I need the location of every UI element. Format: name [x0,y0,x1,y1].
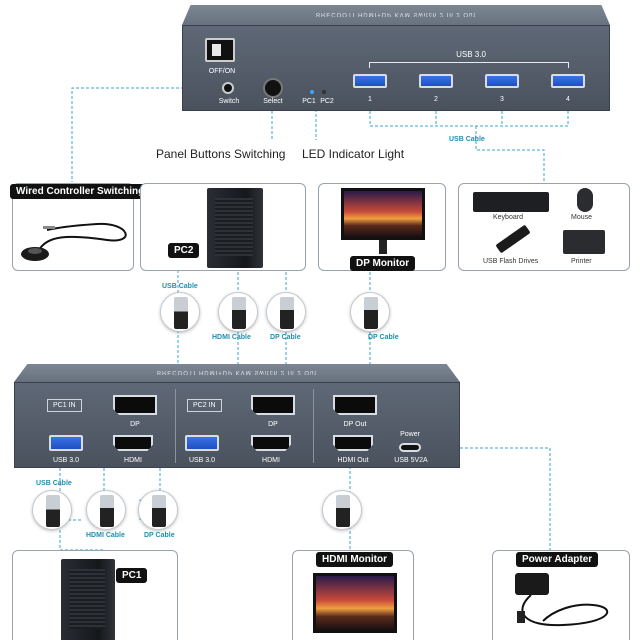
led-pc2-label: PC2 [320,98,334,105]
dp-cable-monitor-icon [350,292,390,332]
dp-cable-monitor-label: DP Cable [368,334,399,341]
hdmi-cable-pc2-icon [218,292,258,332]
pc2-tag: PC2 [168,243,200,258]
keyboard-icon [473,192,549,212]
usb-cable-pc2-icon [160,292,200,332]
usb-cable-top-label: USB Cable [449,136,485,143]
printer-icon [563,230,605,254]
led-pc1 [310,90,314,94]
switch-port[interactable] [222,82,234,94]
usb-port-1-label: 1 [368,96,372,103]
hdmi-monitor-icon [313,573,397,633]
dp-out-label: DP Out [343,421,367,428]
led-pc1-label: PC1 [302,98,316,105]
hdmi-cable-pc1-icon [86,490,126,530]
pc2-box [140,183,306,271]
power-port-label: Power [400,431,420,438]
usb-port-pc1[interactable] [49,435,83,451]
dp-cable-pc1-icon [138,490,178,530]
hdmi-cable-pc1-label: HDMI Cable [86,532,125,539]
power-cable-icon [517,594,609,627]
power-label: OFF/ON [208,68,236,75]
hdmi-out-port[interactable] [333,435,373,451]
dp-port-pc2[interactable] [251,395,295,415]
hdmi-monitor-tag: HDMI Monitor [316,552,393,567]
select-label: Select [263,98,283,105]
usb-port-2-label: 2 [434,96,438,103]
usb-cable-pc2-label: USB Cable [162,283,198,290]
usb-flash-label: USB Flash Drives [483,258,539,265]
power-port[interactable] [399,443,421,452]
power-adapter-tag: Power Adapter [516,552,599,567]
dp-label-pc1: DP [130,421,140,428]
pc2-tower-icon [207,188,263,268]
pc2-in-label: PC2 IN [187,399,222,412]
usb-port-3-label: 3 [500,96,504,103]
panel-buttons-heading: Panel Buttons Switching [156,147,286,161]
pc1-box [12,550,178,640]
select-button[interactable] [263,78,283,98]
usb-port-4-label: 4 [566,96,570,103]
hdmi-out-label: HDMI Out [337,457,369,464]
usb-5v2a-label: USB 5V2A [394,457,428,464]
usb-header: USB 3.0 [456,50,486,59]
kvm-front-panel: OFF/ON Switch Select PC1 PC2 USB 3.0 1 2… [182,25,610,111]
usb-cable-pc1-label: USB Cable [36,480,72,487]
dp-label-pc2: DP [268,421,278,428]
hdmi-label-pc2: HDMI [262,457,280,464]
led-pc2 [322,90,326,94]
pc1-tower-icon [61,559,115,640]
dp-cable-pc1-label: DP Cable [144,532,175,539]
hdmi-label-pc1: HDMI [124,457,142,464]
kvm-main-panel: PC1 IN PC2 IN DP DP DP Out USB 3.0 HDMI … [14,382,460,468]
kvm-top-text: BRECOOTI HDMI+DP KVM Switch 2 In 2 Out [315,11,477,17]
usb-port-1[interactable] [353,74,387,88]
usb-port-pc2[interactable] [185,435,219,451]
usb-cable-pc1-icon [32,490,72,530]
kvm-top-panel: BRECOOTI HDMI+DP KVM Switch 2 In 2 Out [182,5,610,25]
dp-out-port[interactable] [333,395,377,415]
pc1-tag: PC1 [116,568,148,583]
wired-controller-tag: Wired Controller Switching [10,184,151,199]
usb-port-2[interactable] [419,74,453,88]
kvm-main-top-text: BRECOOTI HDMI+DP KVM Switch 2 In 2 Out [156,369,318,375]
usb-flash-icon [495,224,531,254]
usb-label-pc2: USB 3.0 [188,457,216,464]
dp-cable-pc2-label: DP Cable [270,334,301,341]
hdmi-cable-pc2-label: HDMI Cable [212,334,251,341]
pc1-in-label: PC1 IN [47,399,82,412]
usb-label-pc1: USB 3.0 [52,457,80,464]
peripherals-box: Keyboard Mouse USB Flash Drives Printer [458,183,630,271]
dp-cable-pc2-icon [266,292,306,332]
hdmi-port-pc2[interactable] [251,435,291,451]
hdmi-cable-monitor-icon [322,490,362,530]
usb-bracket [369,62,569,68]
mouse-icon [577,188,593,212]
usb-port-3[interactable] [485,74,519,88]
kvm-main-top: BRECOOTI HDMI+DP KVM Switch 2 In 2 Out [14,364,460,382]
dp-port-pc1[interactable] [113,395,157,415]
power-switch[interactable] [205,38,235,62]
dp-monitor-tag: DP Monitor [350,256,416,271]
power-adapter-icon [515,573,549,595]
switch-label: Switch [218,98,240,105]
keyboard-label: Keyboard [493,214,523,221]
dp-monitor-icon [341,188,425,240]
mouse-label: Mouse [571,214,593,221]
wired-controller-icon [21,222,127,261]
led-indicator-heading: LED Indicator Light [302,147,405,161]
hdmi-port-pc1[interactable] [113,435,153,451]
printer-label: Printer [571,258,592,265]
usb-port-4[interactable] [551,74,585,88]
